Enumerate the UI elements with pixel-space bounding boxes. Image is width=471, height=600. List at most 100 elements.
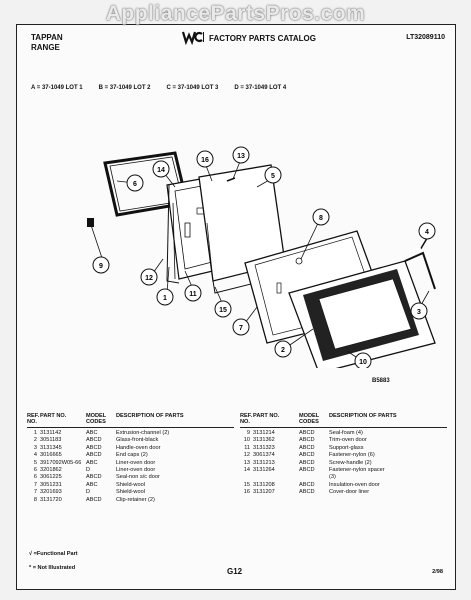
parts-table: REF. NO. PART NO. MODEL CODES DESCRIPTIO…	[27, 413, 447, 504]
part-number: 3016665	[40, 452, 62, 459]
model-codes	[299, 474, 329, 481]
handle-screw	[226, 177, 236, 182]
header-desc: DESCRIPTION OF PARTS	[116, 413, 184, 419]
part-description: Extrusion-channel (2)	[116, 430, 170, 436]
ref-number: 3	[33, 444, 37, 451]
part-number: 3917092W05-66	[40, 459, 82, 466]
watermark: AppliancePartsPros.com	[105, 2, 366, 25]
part-description: End caps (2)	[116, 452, 148, 459]
part-number: 3131345	[40, 444, 62, 451]
table-row: (3)	[240, 474, 447, 481]
svg-text:4: 4	[425, 229, 429, 236]
model-codes: ABCD	[299, 430, 315, 436]
callout-6: 6	[126, 174, 144, 192]
ref-number	[240, 474, 253, 481]
part-number: 3131142	[40, 430, 62, 436]
part-number: 3131207	[253, 489, 275, 496]
header-part: PART NO.	[253, 413, 280, 419]
callout-8: 8	[312, 208, 330, 226]
part-description: Support-glass	[329, 444, 364, 451]
door-handle	[404, 237, 436, 290]
callout-9: 9	[92, 256, 110, 274]
svg-text:13: 13	[237, 153, 245, 160]
callout-3: 3	[410, 302, 428, 320]
parts-catalog-page: TAPPAN RANGE FACTORY PARTS CATALOG LT320…	[16, 24, 456, 590]
parts-table-left: REF. NO. PART NO. MODEL CODES DESCRIPTIO…	[27, 413, 234, 504]
svg-text:2: 2	[281, 347, 285, 354]
header-ref: REF. NO.	[27, 413, 40, 425]
callout-11: 11	[184, 284, 202, 302]
callout-1: 1	[156, 288, 174, 306]
ref-number: 6	[33, 474, 37, 481]
model-codes: D	[86, 489, 91, 496]
part-number: 3131264	[253, 467, 275, 474]
part-number: 3051231	[40, 481, 62, 488]
part-description: Shield-wool	[116, 481, 145, 488]
part-description: Trim-oven door	[329, 437, 367, 444]
model-codes: ABCD	[299, 459, 315, 466]
model-codes: ABCD	[86, 474, 102, 481]
svg-text:5: 5	[271, 173, 275, 180]
callout-4: 4	[418, 222, 436, 240]
callout-markers: 6 14 16 13 5 8 9 12 1 11 15 7 2 10 3 4	[92, 146, 436, 368]
header-ref: REF. NO.	[240, 413, 253, 425]
table-header: REF. NO. PART NO. MODEL CODES DESCRIPTIO…	[240, 413, 447, 428]
part-number: 3131213	[253, 459, 275, 466]
svg-text:9: 9	[99, 263, 103, 270]
part-number: 3131323	[253, 444, 275, 451]
part-number: 3051183	[40, 437, 62, 444]
part-number: 3061225	[40, 474, 62, 481]
part-description: Screw-handle (2)	[329, 459, 372, 466]
parts-table-right: REF. NO. PART NO. MODEL CODES DESCRIPTIO…	[240, 413, 447, 504]
svg-text:16: 16	[201, 157, 209, 164]
model-codes: ABCD	[86, 496, 102, 503]
part-description: Clip-retainer (2)	[116, 496, 155, 503]
document-number: LT32089110	[406, 34, 445, 41]
part-description: Fastener-nylon (6)	[329, 452, 375, 459]
callout-10: 10	[354, 352, 372, 368]
svg-text:12: 12	[145, 275, 153, 282]
svg-text:7: 7	[239, 325, 243, 332]
callout-15: 15	[214, 300, 232, 318]
model-code-c: C = 37-1049 LOT 3	[166, 85, 219, 91]
part-number	[253, 474, 299, 481]
callout-5: 5	[264, 166, 282, 184]
brand-name: TAPPAN	[31, 33, 63, 42]
ref-number: 14	[243, 467, 250, 474]
figure-code: B5883	[372, 378, 390, 384]
part-number: 3201693	[40, 489, 62, 496]
svg-text:3: 3	[417, 309, 421, 316]
ref-number: 10	[243, 437, 250, 444]
part-number: 3131720	[40, 496, 62, 503]
model-codes: ABCD	[299, 481, 315, 488]
part-description: (3)	[329, 474, 336, 481]
ref-number: 15	[243, 481, 250, 488]
model-codes: ABCD	[86, 437, 102, 444]
ref-number: 16	[243, 489, 250, 496]
callout-2: 2	[274, 340, 292, 358]
catalog-title: FACTORY PARTS CATALOG	[209, 34, 316, 43]
ref-number: 5	[33, 459, 37, 466]
svg-text:10: 10	[359, 359, 367, 366]
revision-date: 2/98	[432, 569, 443, 575]
ref-number: 1	[33, 430, 37, 436]
part-description: Fastener-nylon spacer	[329, 467, 385, 474]
model-code-d: D = 37-1049 LOT 4	[234, 85, 287, 91]
model-codes: ABC	[86, 459, 98, 466]
model-codes: ABCD	[86, 444, 102, 451]
part-description: Seal-non s/c door	[116, 474, 160, 481]
not-illustrated-note: * = Not Illustrated	[29, 565, 76, 571]
ref-number: 6	[33, 467, 37, 474]
part-number: 3061374	[253, 452, 275, 459]
header-part: PART NO.	[40, 413, 67, 419]
